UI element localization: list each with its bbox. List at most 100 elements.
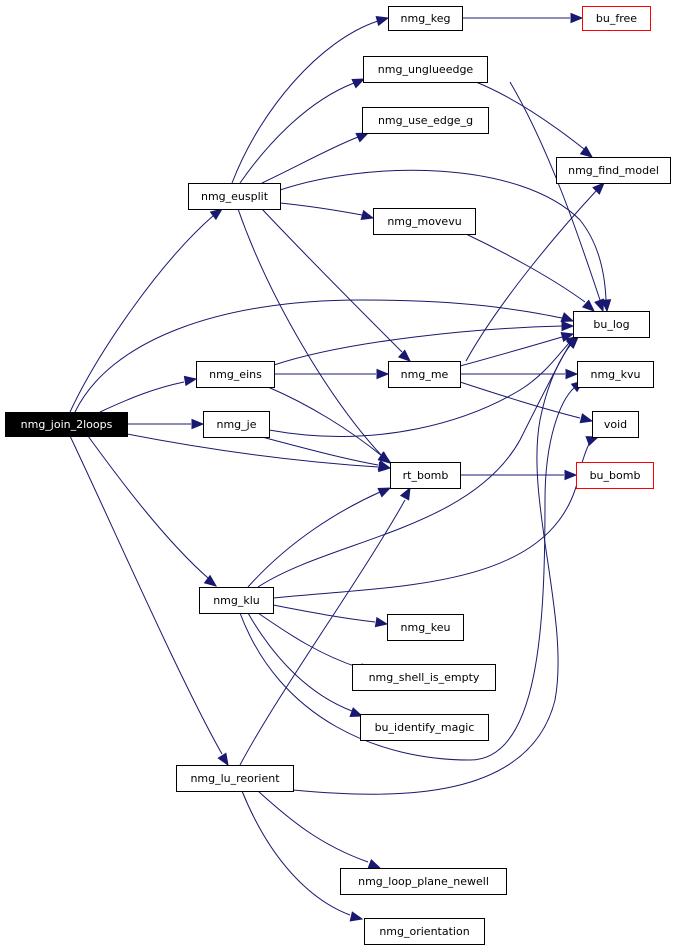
edge-line: [126, 433, 379, 468]
node-label: nmg_eins: [209, 368, 262, 381]
node-bu-free[interactable]: bu_free: [582, 6, 651, 31]
node-bu-bomb[interactable]: bu_bomb: [576, 462, 654, 489]
arrowhead-icon: [377, 487, 392, 498]
node-nmg-lu-reorient[interactable]: nmg_lu_reorient: [176, 765, 294, 792]
node-nmg-unglueedge[interactable]: nmg_unglueedge: [363, 56, 488, 83]
edge-line: [239, 386, 576, 761]
node-box: [388, 6, 463, 31]
arrowhead-icon: [570, 12, 584, 24]
edge-line: [69, 214, 215, 413]
node-box: [176, 765, 294, 792]
node-nmg-je[interactable]: nmg_je: [203, 411, 270, 438]
node-void[interactable]: void: [592, 411, 639, 438]
edge-line: [292, 342, 573, 795]
node-nmg-find-model[interactable]: nmg_find_model: [556, 157, 671, 184]
arrowhead-icon: [183, 375, 198, 387]
arrowhead-icon: [349, 707, 364, 717]
edge-line: [261, 208, 403, 353]
arrowhead-icon: [349, 911, 364, 922]
node-label: nmg_kvu: [590, 368, 640, 381]
arrowhead-icon: [600, 299, 612, 313]
arrowhead-icon: [399, 486, 411, 501]
edge-nmg_unglueedge-to-bu_log: [509, 81, 604, 313]
edge-line: [475, 81, 585, 150]
edge-line: [239, 499, 406, 766]
node-label: nmg_klu: [213, 594, 260, 607]
node-box: [577, 361, 654, 388]
node-nmg-shell-is-empty[interactable]: nmg_shell_is_empty: [352, 664, 496, 691]
edge-nmg_klu-to-rt_bomb: [247, 487, 392, 588]
edge-line: [257, 790, 369, 863]
edge-nmg_eins-to-rt_bomb: [267, 386, 392, 463]
node-nmg-movevu[interactable]: nmg_movevu: [373, 208, 476, 235]
node-nmg-me[interactable]: nmg_me: [388, 361, 461, 388]
edge-nmg_join_2loops-to-rt_bomb: [126, 433, 392, 473]
node-label: nmg_unglueedge: [378, 63, 474, 76]
arrowhead-icon: [217, 752, 229, 767]
node-nmg-keg[interactable]: nmg_keg: [388, 6, 463, 31]
node-nmg-orientation[interactable]: nmg_orientation: [364, 918, 485, 945]
edge-line: [279, 202, 363, 216]
node-label: rt_bomb: [403, 469, 449, 482]
arrowhead-icon: [560, 331, 575, 343]
node-label: nmg_shell_is_empty: [369, 671, 480, 684]
arrowhead-icon: [203, 574, 218, 587]
node-nmg-kvu[interactable]: nmg_kvu: [577, 361, 654, 388]
node-rt-bomb[interactable]: rt_bomb: [390, 462, 461, 489]
edge-line: [273, 325, 563, 366]
node-nmg-eins[interactable]: nmg_eins: [196, 361, 275, 388]
edge-nmg_klu-to-nmg_kvu: [239, 380, 585, 761]
edge-nmg_eusplit-to-nmg_keg: [231, 15, 390, 184]
node-box: [340, 868, 507, 895]
edge-line: [257, 612, 361, 669]
node-box: [362, 107, 489, 134]
node-label: nmg_loop_plane_newell: [358, 875, 489, 888]
arrowhead-icon: [561, 320, 575, 332]
edge-nmg_je-to-rt_bomb: [261, 436, 392, 471]
node-nmg-loop-plane-newell[interactable]: nmg_loop_plane_newell: [340, 868, 507, 895]
edge-nmg_eusplit-to-nmg_me: [261, 208, 411, 362]
edge-line: [99, 381, 185, 413]
node-box: [196, 361, 275, 388]
node-nmg-klu[interactable]: nmg_klu: [199, 587, 274, 614]
edge-nmg_eusplit-to-nmg_unglueedge: [239, 78, 366, 184]
arrowhead-icon: [581, 299, 595, 312]
node-nmg-keu[interactable]: nmg_keu: [387, 614, 464, 641]
edge-nmg_klu-to-bu_identify_magic: [247, 612, 364, 717]
node-label: nmg_keu: [401, 621, 451, 634]
node-nmg-use-edge-g[interactable]: nmg_use_edge_g: [362, 107, 489, 134]
node-label: nmg_orientation: [379, 925, 469, 938]
node-box: [352, 664, 496, 691]
edge-line: [268, 341, 571, 437]
edge-line: [261, 136, 359, 184]
node-nmg-eusplit[interactable]: nmg_eusplit: [188, 183, 281, 210]
edge-line: [87, 435, 209, 579]
arrowhead-icon: [579, 145, 594, 158]
node-box: [556, 157, 671, 184]
edge-nmg_eusplit-to-nmg_use_edge_g: [261, 132, 370, 184]
arrowhead-icon: [377, 451, 392, 463]
edge-nmg_me-to-nmg_kvu: [460, 368, 579, 380]
edge-line: [231, 20, 379, 184]
node-box: [373, 208, 476, 235]
edge-nmg_unglueedge-to-nmg_find_model: [475, 81, 594, 158]
node-box: [576, 462, 654, 489]
node-bu-log[interactable]: bu_log: [573, 311, 650, 338]
node-nmg-join-2loops[interactable]: nmg_join_2loops: [5, 412, 128, 437]
edge-nmg_join_2loops-to-nmg_eusplit: [69, 208, 224, 413]
node-bu-identify-magic[interactable]: bu_identify_magic: [360, 714, 489, 741]
node-label: bu_log: [593, 318, 629, 331]
edge-nmg_join_2loops-to-nmg_lu_reorient: [69, 435, 229, 767]
node-box: [390, 462, 461, 489]
arrowhead-icon: [592, 182, 605, 195]
arrowhead-icon: [564, 469, 578, 481]
edge-nmg_movevu-to-bu_log: [465, 233, 595, 312]
edge-line: [272, 604, 376, 623]
node-box: [582, 6, 651, 31]
edge-line: [247, 612, 353, 712]
edge-line: [261, 436, 379, 466]
node-label: bu_free: [596, 12, 637, 25]
call-edges: [69, 12, 612, 922]
node-label: nmg_eusplit: [201, 190, 269, 203]
arrowhead-icon: [375, 15, 390, 27]
